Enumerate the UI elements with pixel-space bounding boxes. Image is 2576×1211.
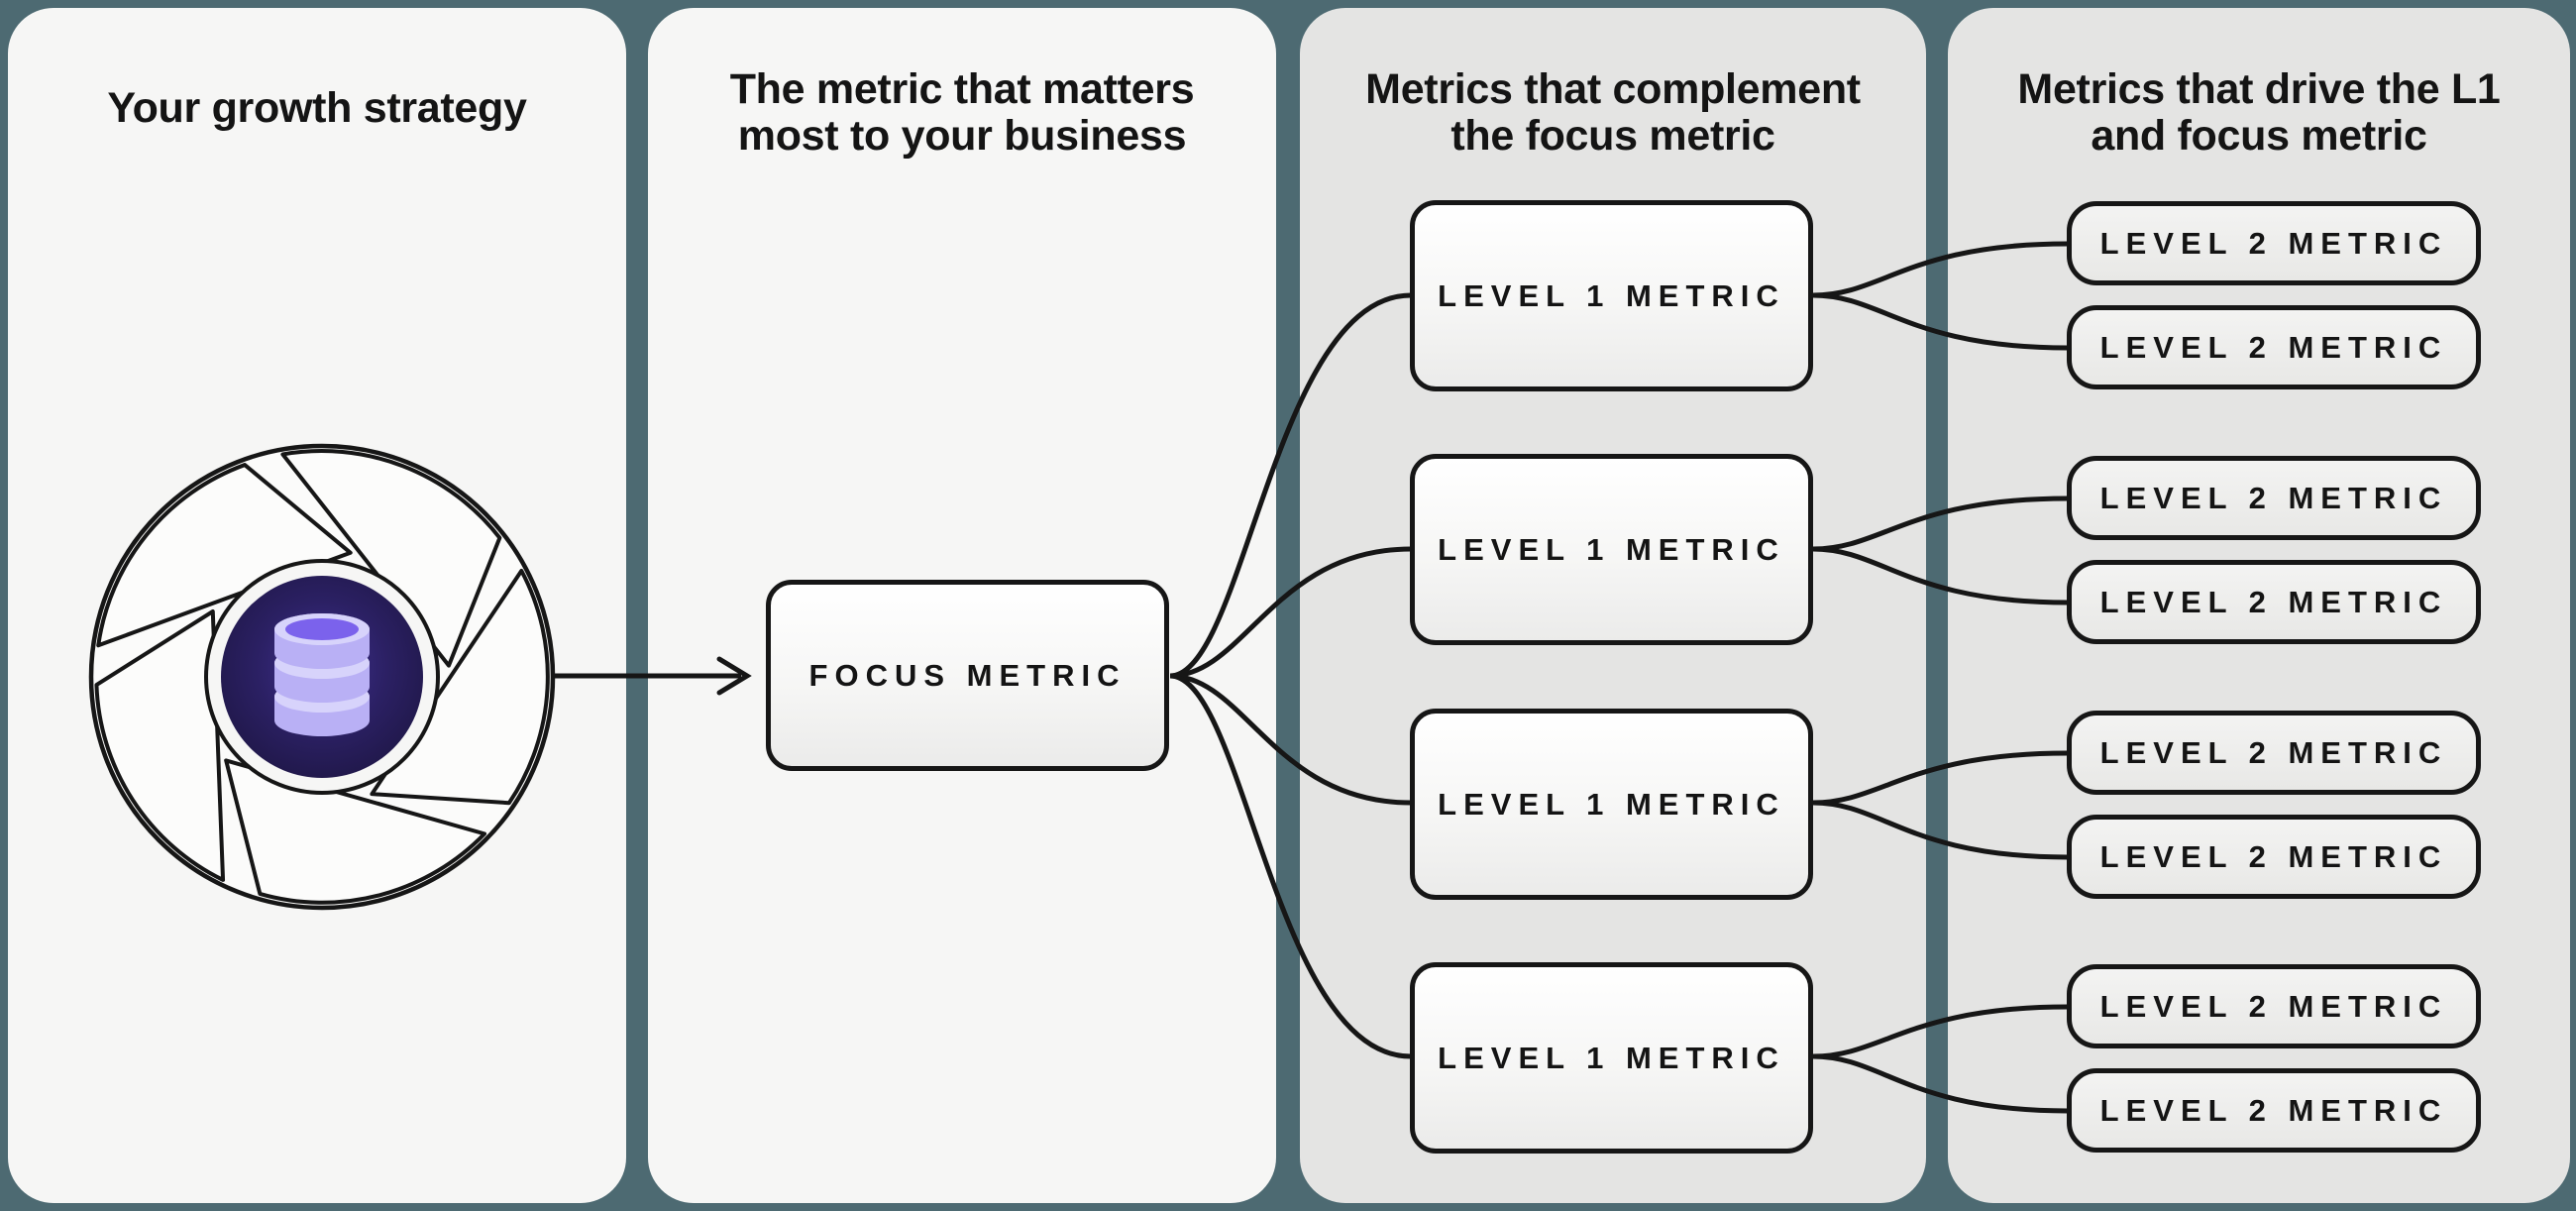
level2-metric-node-4: LEVEL 2 METRIC — [2067, 560, 2481, 644]
level2-metric-node-2: LEVEL 2 METRIC — [2067, 305, 2481, 389]
level1-metric-node-4: LEVEL 1 METRIC — [1410, 962, 1813, 1154]
level2-metric-node-7: LEVEL 2 METRIC — [2067, 964, 2481, 1048]
level1-metric-node-1: LEVEL 1 METRIC — [1410, 200, 1813, 391]
level2-metric-node-3: LEVEL 2 METRIC — [2067, 456, 2481, 540]
panel-growth-strategy: Your growth strategy — [8, 8, 626, 1203]
panel-growth-strategy-title: Your growth strategy — [107, 84, 527, 132]
level2-metric-node-1: LEVEL 2 METRIC — [2067, 201, 2481, 285]
panel-level2-metrics-title: Metrics that drive the L1 and focus metr… — [2017, 65, 2501, 160]
level2-metric-node-8: LEVEL 2 METRIC — [2067, 1068, 2481, 1153]
focus-metric-node: FOCUS METRIC — [766, 580, 1169, 771]
panel-focus-metric-title: The metric that matters most to your bus… — [729, 65, 1195, 160]
level1-metric-node-3: LEVEL 1 METRIC — [1410, 709, 1813, 900]
level2-metric-node-6: LEVEL 2 METRIC — [2067, 815, 2481, 899]
level2-metric-node-5: LEVEL 2 METRIC — [2067, 711, 2481, 795]
panel-level1-metrics-title: Metrics that complement the focus metric — [1365, 65, 1861, 160]
level1-metric-node-2: LEVEL 1 METRIC — [1410, 454, 1813, 645]
